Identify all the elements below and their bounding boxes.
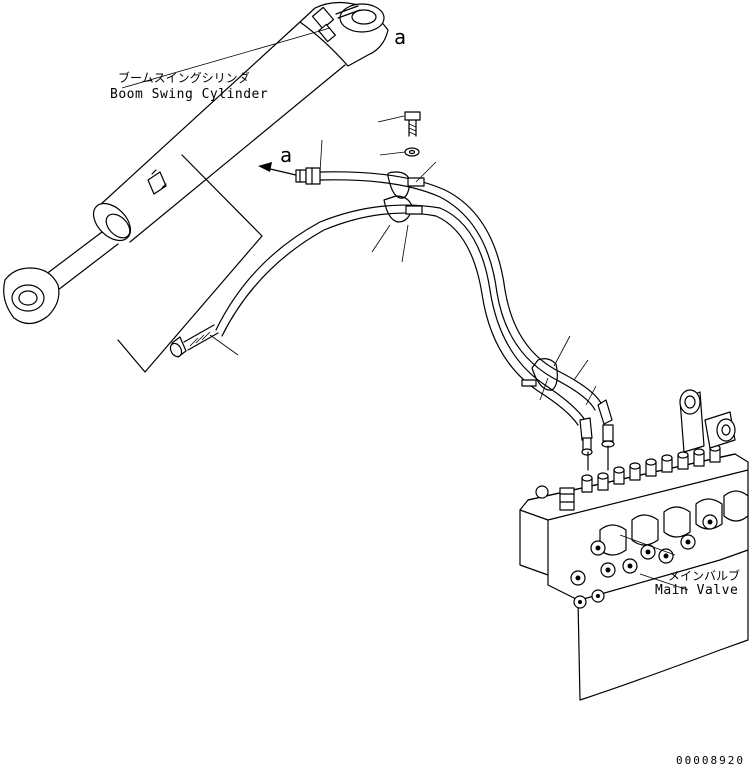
valve-label-jp: メインバルブ bbox=[668, 568, 740, 583]
detail-panel bbox=[117, 154, 263, 373]
main-valve bbox=[519, 389, 749, 701]
callout-a-mid: a bbox=[280, 143, 292, 167]
valve-front-ports bbox=[570, 514, 718, 609]
cylinder-label-jp: ブームスイングシリンダ bbox=[118, 70, 250, 85]
valve-top-ports bbox=[581, 444, 721, 493]
boom-swing-cylinder bbox=[3, 1, 389, 325]
callout-a-top: a bbox=[394, 25, 406, 49]
cylinder-label-en: Boom Swing Cylinder bbox=[110, 87, 268, 102]
drawing-code: 00008920 bbox=[676, 754, 745, 767]
valve-label-en: Main Valve bbox=[655, 583, 738, 598]
clamp-set bbox=[383, 111, 558, 391]
arrow-a bbox=[258, 162, 297, 176]
leader-lines bbox=[121, 27, 597, 406]
